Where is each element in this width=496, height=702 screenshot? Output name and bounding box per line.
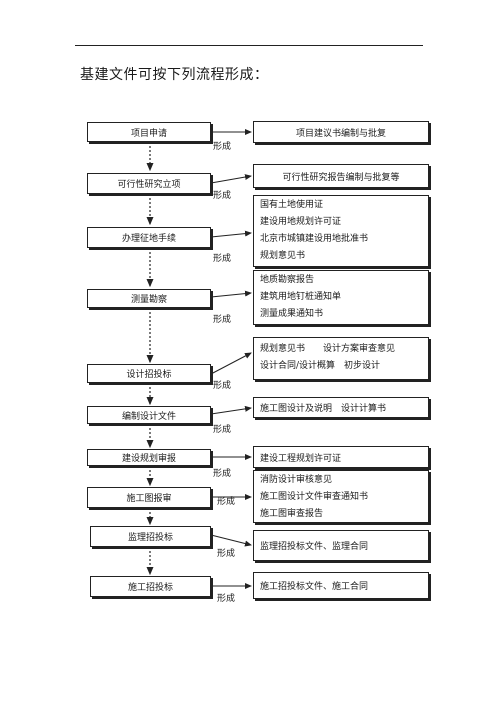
arrow-2 xyxy=(210,174,252,184)
output-line: 项目建议书编制与批复 xyxy=(295,128,386,139)
label-forms-10: 形成 xyxy=(217,594,236,604)
arrow-9 xyxy=(210,534,252,547)
label-forms-2: 形成 xyxy=(213,191,232,201)
output-feasibility-report: 可行性研究报告编制与批复等 xyxy=(253,164,429,188)
output-line: 国有土地使用证 xyxy=(260,200,324,210)
output-line: 规划意见书 设计方案审查意见 xyxy=(260,344,396,354)
output-line: 北京市城镇建设用地批准书 xyxy=(260,234,369,244)
step-design-documents: 编制设计文件 xyxy=(87,406,211,424)
label-forms-3: 形成 xyxy=(213,254,232,264)
step-feasibility-study: 可行性研究立项 xyxy=(87,173,211,194)
output-line: 监理招投标文件、监理合同 xyxy=(260,542,369,552)
output-line: 施工招投标文件、施工合同 xyxy=(260,582,369,592)
step-survey: 测量勘察 xyxy=(87,289,211,308)
arrow-5 xyxy=(210,352,252,375)
step-supervision-bidding: 监理招投标 xyxy=(90,526,211,547)
label-forms-9: 形成 xyxy=(217,549,236,559)
output-line: 建筑用地钉桩通知单 xyxy=(260,292,342,302)
step-design-bidding: 设计招投标 xyxy=(87,364,211,383)
output-line: 建设工程规划许可证 xyxy=(260,453,342,464)
step-project-application: 项目申请 xyxy=(87,122,211,142)
output-line: 建设用地规划许可证 xyxy=(260,217,342,227)
output-line: 地质勘察报告 xyxy=(260,275,315,285)
step-drawing-review: 施工图报审 xyxy=(87,487,211,508)
output-line: 施工图设计文件审查通知书 xyxy=(260,492,369,502)
arrow-4 xyxy=(210,290,252,298)
output-survey-documents: 地质勘察报告 建筑用地钉桩通知单 测量成果通知书 xyxy=(253,270,429,325)
step-land-acquisition: 办理征地手续 xyxy=(87,227,211,248)
label-forms-5: 形成 xyxy=(213,381,232,391)
step-planning-approval: 建设规划审报 xyxy=(87,449,211,466)
output-line: 施工图审查报告 xyxy=(260,509,324,519)
output-design-documents: 规划意见书 设计方案审查意见 设计合同/设计概算 初步设计 xyxy=(253,337,429,380)
output-construction-contract: 施工招投标文件、施工合同 xyxy=(253,572,429,599)
output-line: 测量成果通知书 xyxy=(260,309,324,319)
output-line: 设计合同/设计概算 初步设计 xyxy=(260,361,381,371)
page-heading: 基建文件可按下列流程形成： xyxy=(80,67,269,83)
output-planning-permit: 建设工程规划许可证 xyxy=(253,446,429,468)
output-supervision-contract: 监理招投标文件、监理合同 xyxy=(253,530,429,561)
output-drawing-review-documents: 消防设计审核意见 施工图设计文件审查通知书 施工图审查报告 xyxy=(253,470,429,523)
label-forms-1: 形成 xyxy=(213,142,232,152)
output-line: 可行性研究报告编制与批复等 xyxy=(282,172,400,183)
label-forms-8: 形成 xyxy=(217,497,236,507)
arrow-3 xyxy=(210,230,252,238)
output-line: 规划意见书 xyxy=(260,251,306,261)
label-forms-6: 形成 xyxy=(213,425,232,435)
output-line: 施工图设计及说明 设计计算书 xyxy=(260,404,387,414)
output-line: 消防设计审核意见 xyxy=(260,475,333,485)
step-construction-bidding: 施工招投标 xyxy=(90,576,211,597)
top-rule xyxy=(75,45,423,46)
label-forms-4: 形成 xyxy=(213,315,232,325)
output-project-proposal: 项目建议书编制与批复 xyxy=(253,121,429,143)
output-construction-drawings: 施工图设计及说明 设计计算书 xyxy=(253,397,429,418)
arrow-6 xyxy=(210,405,252,415)
output-land-documents: 国有土地使用证 建设用地规划许可证 北京市城镇建设用地批准书 规划意见书 xyxy=(253,195,429,267)
label-forms-7: 形成 xyxy=(213,469,232,479)
